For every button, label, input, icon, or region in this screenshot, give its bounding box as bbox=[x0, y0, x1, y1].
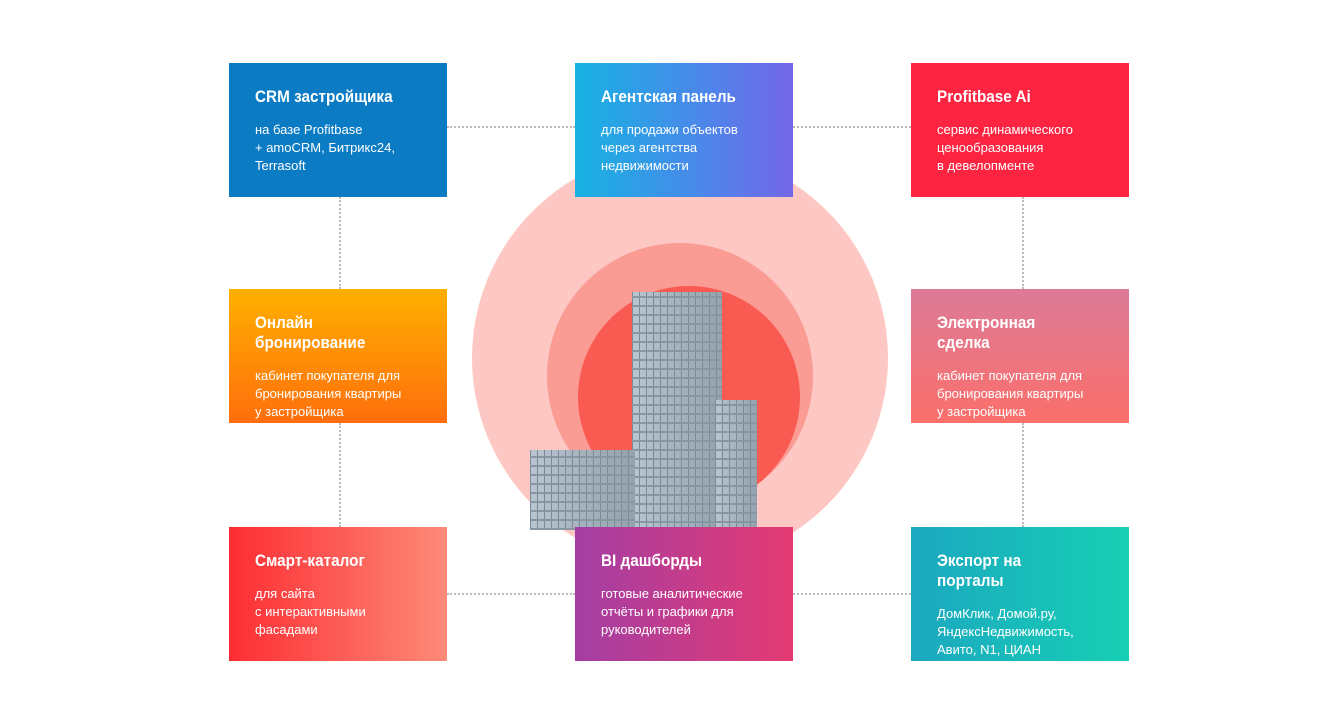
card-text: для сайта с интерактивными фасадами bbox=[255, 586, 366, 637]
card-text: сервис динамического ценообразования в д… bbox=[937, 122, 1073, 173]
card-profitbase-ai: Profitbase Ai сервис динамического ценоо… bbox=[911, 63, 1129, 197]
card-text: кабинет покупателя для бронирования квар… bbox=[255, 368, 402, 419]
card-text: кабинет покупателя для бронирования квар… bbox=[937, 368, 1084, 419]
connector bbox=[447, 126, 575, 128]
card-crm: CRM застройщика на базе Profitbase + amo… bbox=[229, 63, 447, 197]
card-text: готовые аналитические отчёты и графики д… bbox=[601, 586, 743, 637]
connector bbox=[793, 593, 911, 595]
card-text: на базе Profitbase + amoCRM, Битрикс24, … bbox=[255, 122, 395, 173]
building-image-wing bbox=[715, 400, 757, 532]
connector bbox=[1022, 423, 1024, 527]
card-online-booking: Онлайн бронирование кабинет покупателя д… bbox=[229, 289, 447, 423]
card-title: Электронная сделка bbox=[937, 313, 1036, 352]
building-image-low bbox=[530, 450, 635, 530]
connector bbox=[339, 423, 341, 527]
connector bbox=[1022, 197, 1024, 289]
card-title: BI дашборды bbox=[601, 551, 703, 570]
card-smart-catalog: Смарт-каталог для сайта с интерактивными… bbox=[229, 527, 447, 661]
card-agent-panel: Агентская панель для продажи объектов че… bbox=[575, 63, 793, 197]
card-title: Смарт-каталог bbox=[255, 551, 365, 570]
card-text: для продажи объектов через агентства нед… bbox=[601, 122, 738, 173]
connector bbox=[339, 197, 341, 289]
card-title: Онлайн бронирование bbox=[255, 313, 366, 352]
building-image bbox=[632, 292, 722, 532]
card-title: Profitbase Ai bbox=[937, 87, 1031, 106]
card-e-deal: Электронная сделка кабинет покупателя дл… bbox=[911, 289, 1129, 423]
card-title: Экспорт на порталы bbox=[937, 551, 1022, 590]
card-bi-dashboards: BI дашборды готовые аналитические отчёты… bbox=[575, 527, 793, 661]
connector bbox=[447, 593, 575, 595]
card-text: ДомКлик, Домой.ру, ЯндексНедвижимость, А… bbox=[937, 606, 1074, 657]
connector bbox=[793, 126, 911, 128]
card-export-portals: Экспорт на порталы ДомКлик, Домой.ру, Ян… bbox=[911, 527, 1129, 661]
card-title: CRM застройщика bbox=[255, 87, 393, 106]
card-title: Агентская панель bbox=[601, 87, 736, 106]
